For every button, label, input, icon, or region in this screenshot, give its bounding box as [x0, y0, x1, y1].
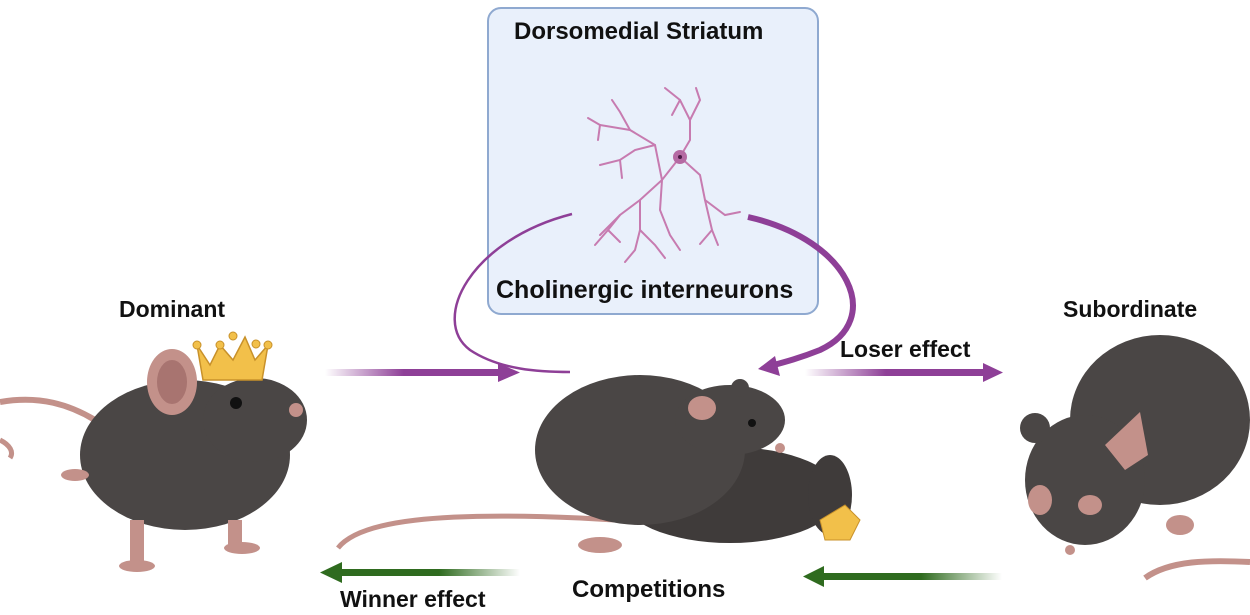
dominant-mouse — [0, 349, 307, 572]
feedback-curve-left — [453, 212, 573, 374]
label-dominant: Dominant — [119, 296, 226, 322]
subordinate-mouse — [1020, 335, 1250, 581]
feedback-curve-right — [747, 214, 856, 369]
feedback-arrowhead — [758, 356, 780, 376]
label-subordinate: Subordinate — [1063, 296, 1198, 322]
competing-mice — [336, 375, 861, 553]
dominant-to-competition-arrowhead — [498, 363, 520, 382]
label-loser-effect: Loser effect — [840, 336, 971, 362]
box-title: Dorsomedial Striatum — [514, 18, 764, 45]
cholinergic-neuron-icon — [587, 87, 741, 263]
loser-effect-arrow-shaft — [805, 369, 985, 376]
dorsomedial-striatum-box — [487, 7, 819, 315]
box-subtitle: Cholinergic interneurons — [496, 276, 794, 304]
crown-icon — [192, 331, 273, 381]
winner-effect-arrowhead — [320, 562, 342, 583]
winner-effect-arrow-shaft — [340, 569, 520, 576]
subordinate-to-competition-arrowhead — [803, 566, 824, 587]
loser-effect-arrowhead — [983, 363, 1003, 382]
label-competitions: Competitions — [572, 576, 726, 603]
dominant-to-competition-arrow-shaft — [325, 369, 500, 376]
label-winner-effect: Winner effect — [340, 586, 486, 612]
neuron-nucleus — [678, 155, 682, 159]
subordinate-to-competition-arrow-shaft — [822, 573, 1002, 580]
